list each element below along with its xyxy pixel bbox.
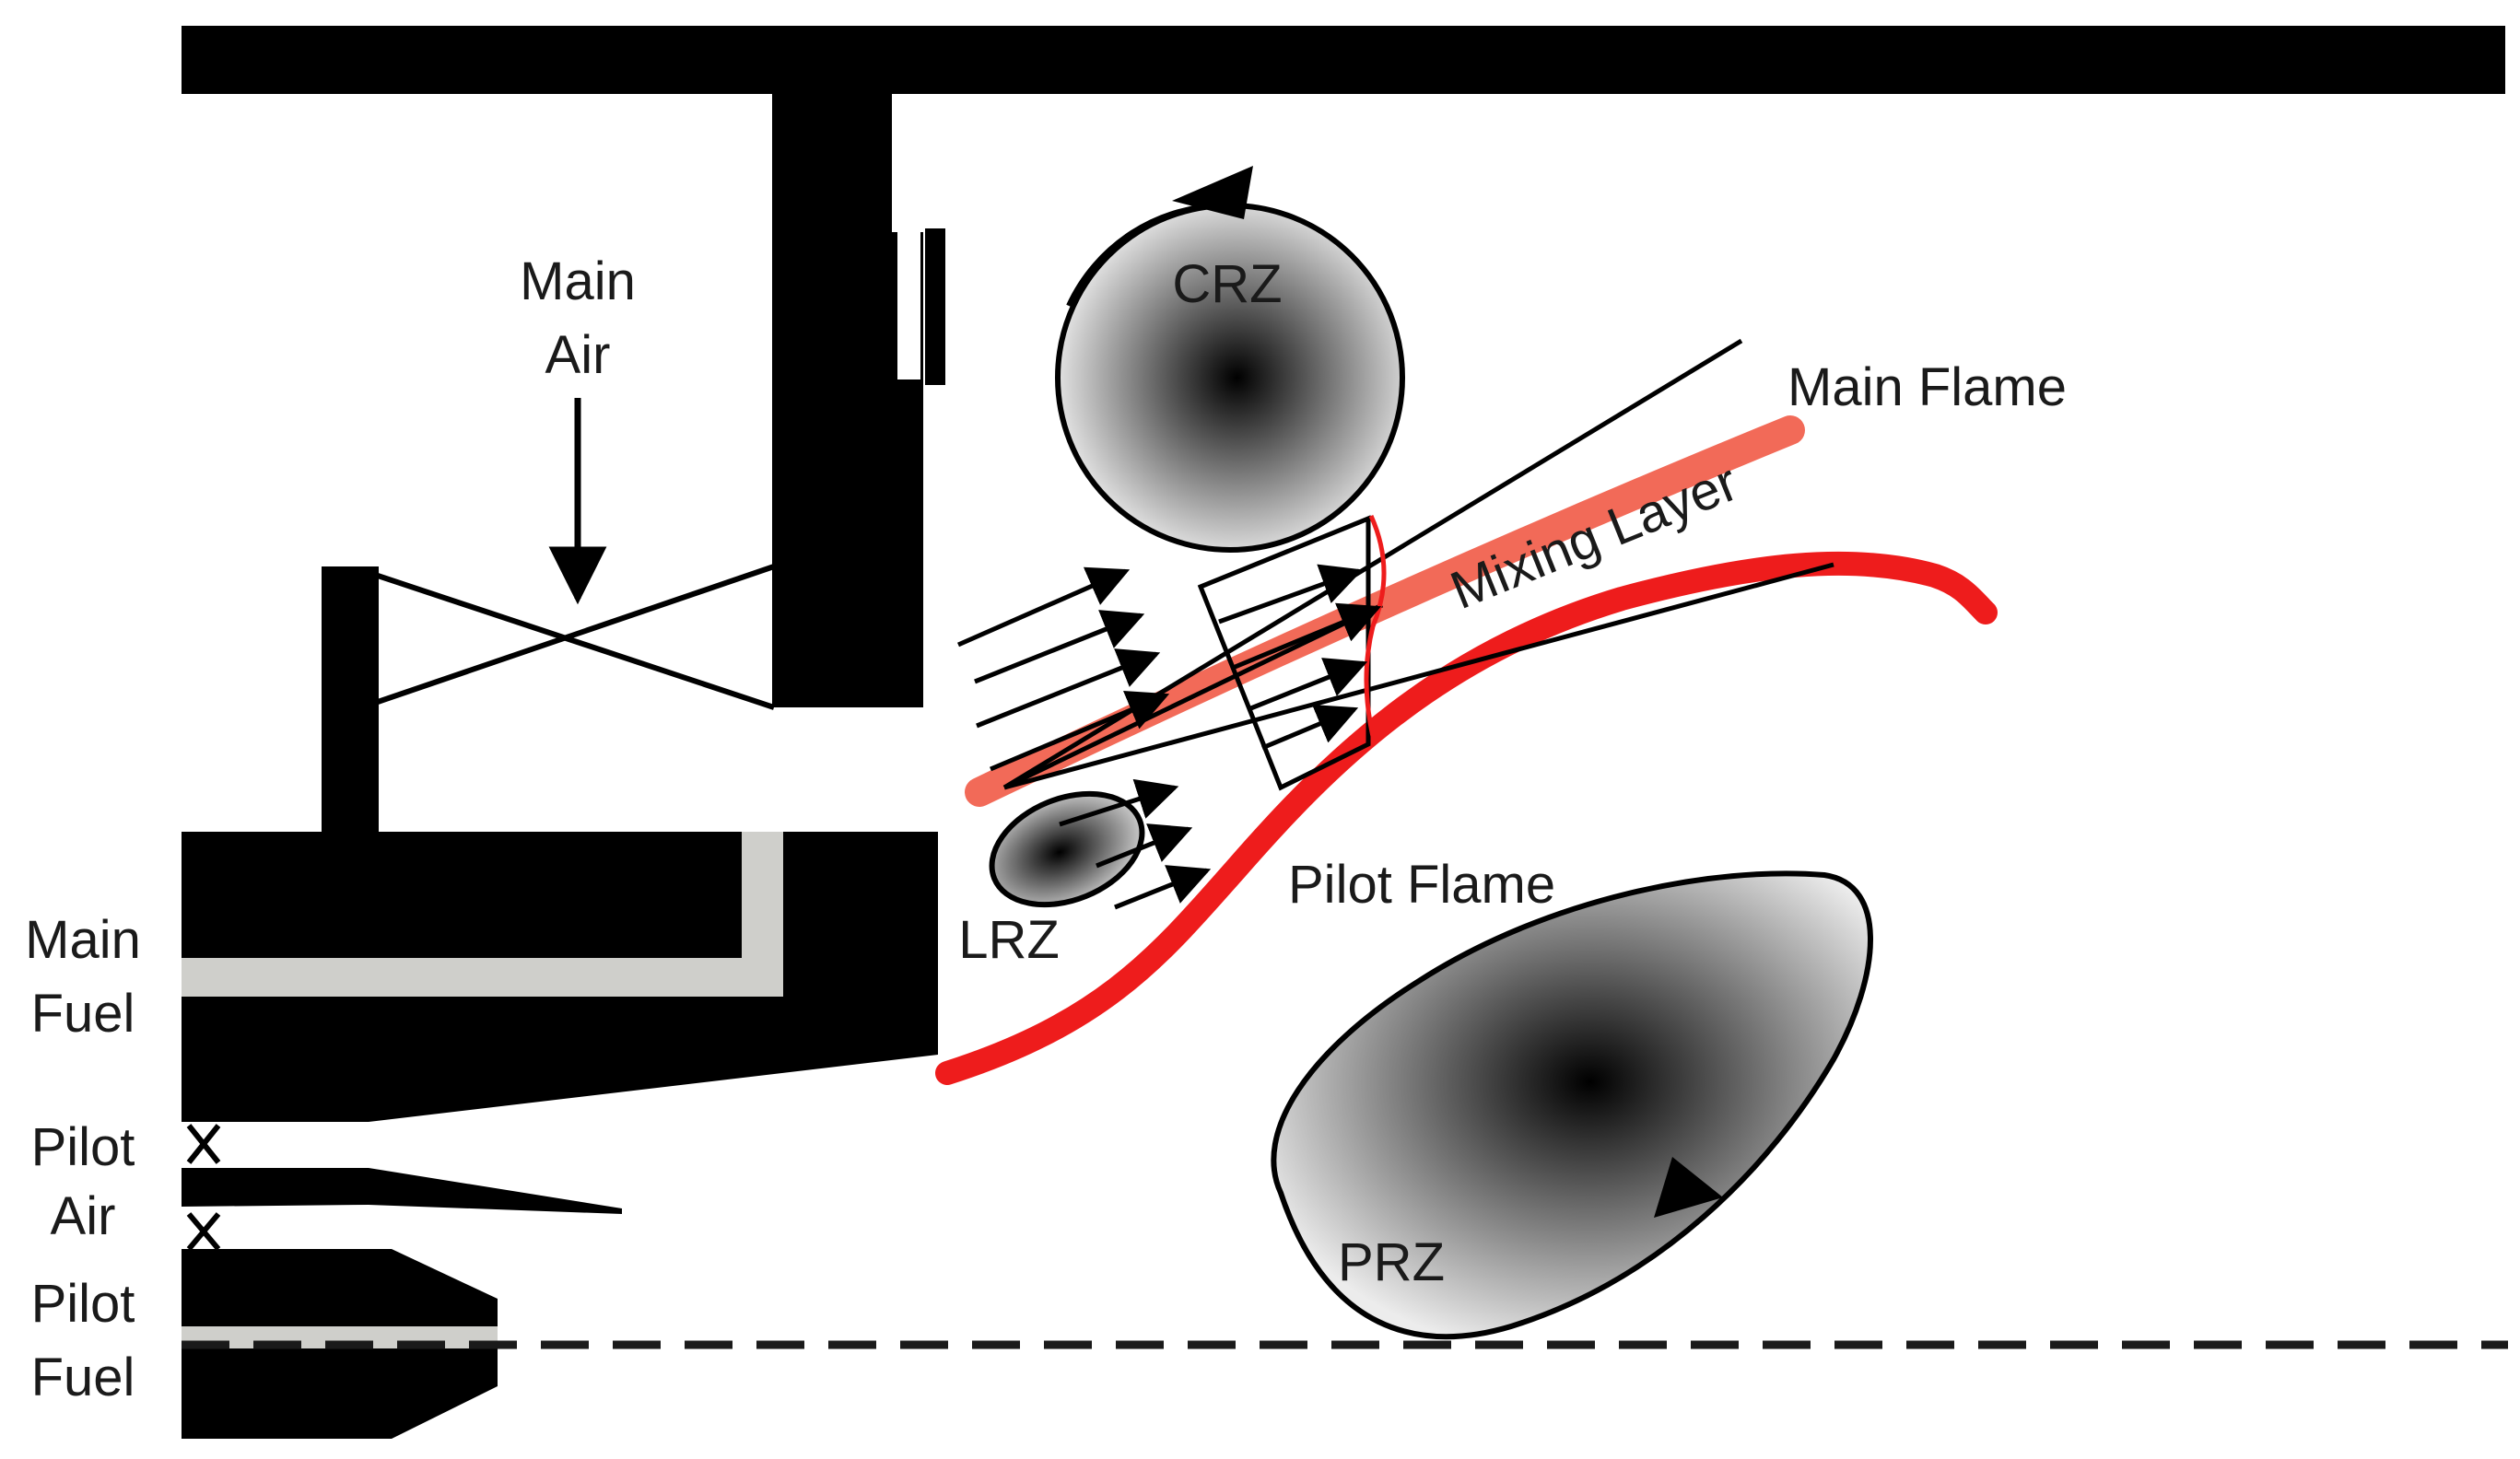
pilot-air-label-line1: Pilot (31, 1117, 135, 1177)
crz-label: CRZ (1172, 254, 1282, 314)
pilot-air-swirler (186, 1124, 221, 1251)
prz-zone (1271, 870, 1873, 1340)
main-air-label-line2: Air (545, 325, 611, 385)
combustor-liner-wall (182, 26, 2505, 94)
prz-label: PRZ (1338, 1232, 1445, 1292)
pilot-air-lip (182, 1168, 622, 1214)
pilot-fuel-label-line1: Pilot (31, 1274, 135, 1334)
swirler-vane-block (772, 92, 923, 707)
main-air-swirler-x (377, 564, 775, 710)
lrz-zone (989, 790, 1145, 908)
swirler-lip (925, 228, 945, 385)
prz-arrowhead-icon (1654, 1157, 1723, 1218)
main-flame-label: Main Flame (1787, 357, 2067, 417)
lrz-label: LRZ (958, 910, 1060, 970)
crz-zone (1055, 166, 1405, 553)
swirler-baffle (897, 101, 920, 379)
main-fuel-label-line1: Main (25, 910, 141, 970)
crz-arrowhead-icon (1172, 166, 1253, 219)
pilot-flame-label: Pilot Flame (1288, 855, 1555, 915)
main-flame-band (965, 415, 1805, 807)
velocity-profile (1197, 515, 1371, 791)
main-air-inlet-wall (322, 566, 379, 835)
lrz-arrows (1059, 778, 1212, 910)
pilot-air-label-line2: Air (51, 1186, 116, 1246)
main-fuel-channel (182, 832, 783, 997)
main-fuel-label-line2: Fuel (31, 984, 135, 1044)
main-air-label-line1: Main (520, 251, 636, 311)
inflow-arrows (956, 566, 1170, 772)
velocity-arrows (1218, 564, 1382, 751)
pilot-fuel-label-line2: Fuel (31, 1348, 135, 1407)
